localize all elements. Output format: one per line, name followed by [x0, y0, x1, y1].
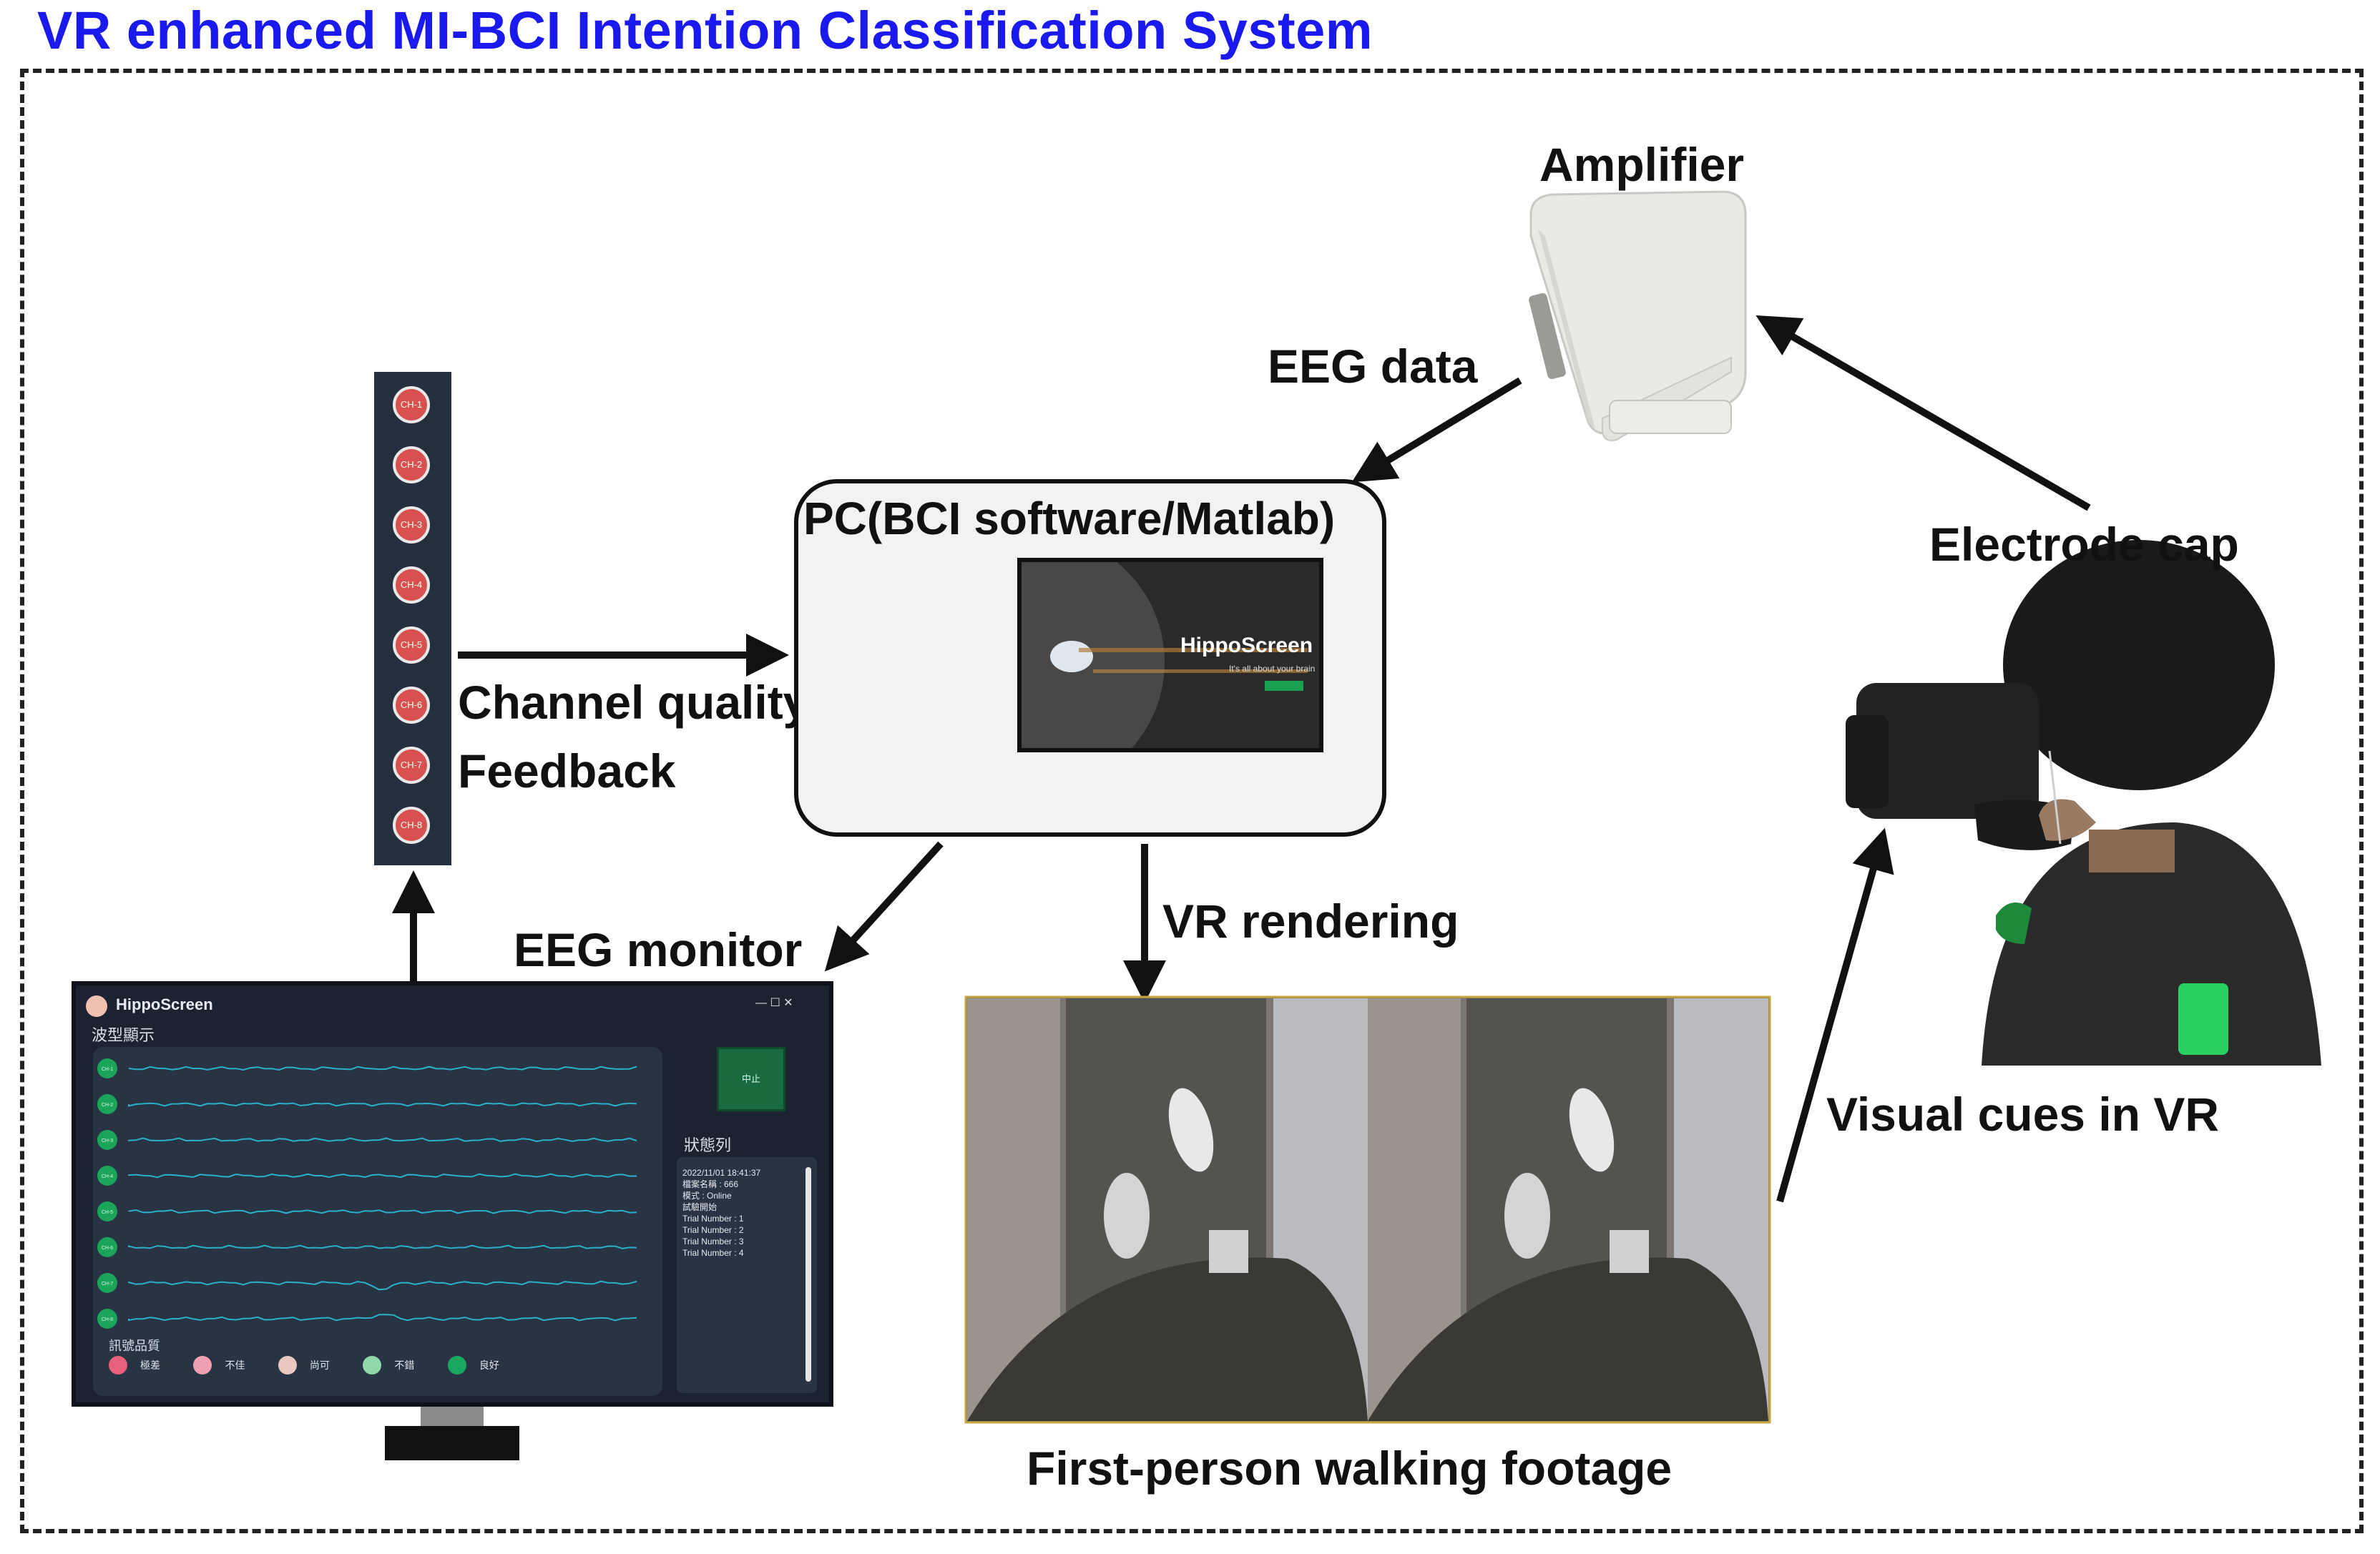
pc-monitor-screen: HippoScreen It's all about your brain — [1017, 558, 1323, 752]
signal-quality-title: 訊號品質 — [109, 1339, 160, 1353]
label-walking-footage: First-person walking footage — [1027, 1442, 1673, 1495]
channel-label: CH-3 — [102, 1139, 113, 1144]
legend-item: 良好 — [447, 1356, 499, 1374]
legend-dot — [278, 1356, 297, 1374]
log-line: Trial Number : 4 — [682, 1248, 744, 1258]
channel-dot: CH-8 — [393, 807, 430, 844]
pc-start-button[interactable] — [1265, 681, 1303, 691]
channel-indicator — [97, 1058, 117, 1078]
label-pc: PC(BCI software/Matlab) — [803, 493, 1336, 544]
walking-footage-frame — [964, 995, 1771, 1424]
hipposcreen-logo-icon — [86, 995, 107, 1017]
channel-dot: CH-6 — [393, 687, 430, 724]
eeg-trace-line — [128, 1102, 637, 1107]
channel-indicator — [97, 1273, 117, 1293]
channel-indicator — [97, 1309, 117, 1329]
channel-dot: CH-2 — [393, 446, 430, 483]
label-electrode-cap: Electrode cap — [1929, 518, 2239, 571]
waveform-section-title: 波型顯示 — [92, 1026, 155, 1044]
log-line: Trial Number : 2 — [682, 1225, 744, 1235]
eeg-trace-line — [128, 1280, 637, 1291]
channel-label: CH-1 — [102, 1067, 113, 1072]
eeg-traces: CH-1CH-2CH-3CH-4CH-5CH-6CH-7CH-8 — [97, 1058, 637, 1329]
amplifier-device — [1529, 190, 1747, 441]
channel-indicator — [97, 1201, 117, 1221]
status-log: 2022/11/01 18:41:37 檔案名稱 : 666 模式 : Onli… — [682, 1167, 760, 1259]
brain-logo-icon — [1050, 641, 1093, 672]
log-line: Trial Number : 3 — [682, 1236, 744, 1246]
quality-legend: 極差 不佳 尚可 不錯 良好 — [109, 1356, 529, 1378]
legend-dot — [193, 1356, 212, 1374]
channel-dot: CH-1 — [393, 386, 430, 423]
status-bar-title: 狀態列 — [684, 1136, 732, 1154]
channel-indicator — [97, 1094, 117, 1114]
channel-dot: CH-7 — [393, 747, 430, 784]
legend-dot — [109, 1356, 127, 1374]
log-line: 試驗開始 — [682, 1202, 718, 1212]
label-feedback: Feedback — [458, 744, 676, 797]
monitor-app-title: HippoScreen — [116, 995, 213, 1013]
legend-item: 極差 — [109, 1356, 160, 1374]
diagram-title: VR enhanced MI-BCI Intention Classificat… — [37, 1, 1373, 60]
pc-app-tagline: It's all about your brain — [1229, 664, 1316, 674]
channel-label: CH-6 — [102, 1246, 113, 1251]
window-controls[interactable]: — ☐ ✕ — [755, 997, 793, 1009]
eeg-trace-line — [128, 1244, 637, 1249]
label-eeg-monitor: EEG monitor — [514, 923, 803, 976]
eeg-trace-line — [128, 1173, 637, 1179]
eeg-trace-line — [128, 1137, 637, 1143]
log-line: Trial Number : 1 — [682, 1214, 744, 1224]
channel-label: CH-2 — [102, 1103, 113, 1108]
status-log-panel: 2022/11/01 18:41:37 檔案名稱 : 666 模式 : Onli… — [677, 1157, 817, 1393]
label-amplifier: Amplifier — [1539, 138, 1745, 191]
arrow-cap-to-amplifier — [1755, 315, 2091, 511]
label-eeg-data: EEG data — [1268, 340, 1478, 393]
channel-dot: CH-4 — [393, 566, 430, 604]
log-line: 模式 : Online — [682, 1191, 732, 1201]
eeg-trace-line — [128, 1314, 637, 1322]
label-vr-rendering: VR rendering — [1162, 895, 1459, 948]
channel-label: CH-4 — [102, 1174, 113, 1179]
channel-label: CH-7 — [102, 1282, 113, 1287]
channel-quality-strip: CH-1 CH-2 CH-3 CH-4 CH-5 CH-6 CH-7 CH-8 — [374, 372, 451, 865]
label-channel-quality: Channel quality — [458, 676, 810, 729]
channel-dot: CH-3 — [393, 506, 430, 544]
channel-label: CH-5 — [102, 1210, 113, 1215]
eeg-trace-line — [128, 1066, 637, 1071]
system-boundary — [20, 69, 2364, 1533]
eeg-trace-line — [128, 1209, 637, 1214]
arrow-amplifier-to-pc — [1351, 377, 1522, 483]
legend-item: 尚可 — [278, 1356, 330, 1374]
arrow-vr-to-user — [1776, 827, 1894, 1203]
channel-indicator — [97, 1130, 117, 1150]
status-scrollbar[interactable] — [805, 1167, 811, 1382]
eeg-monitor-base — [385, 1426, 519, 1460]
vr-user-figure — [1846, 540, 2321, 1066]
label-visual-cues: Visual cues in VR — [1826, 1088, 2220, 1141]
channel-indicator — [97, 1166, 117, 1186]
legend-dot — [363, 1356, 382, 1374]
channel-label: CH-8 — [102, 1317, 113, 1322]
channel-dot: CH-5 — [393, 626, 430, 664]
arrow-pc-to-monitor — [824, 841, 944, 972]
legend-item: 不佳 — [193, 1356, 245, 1374]
legend-dot — [447, 1356, 466, 1374]
log-line: 檔案名稱 : 666 — [682, 1179, 739, 1189]
legend-item: 不錯 — [363, 1356, 414, 1374]
stop-button[interactable]: 中止 — [717, 1047, 785, 1111]
pc-app-name: HippoScreen — [1180, 634, 1313, 657]
log-line: 2022/11/01 18:41:37 — [682, 1168, 761, 1178]
channel-indicator — [97, 1237, 117, 1257]
